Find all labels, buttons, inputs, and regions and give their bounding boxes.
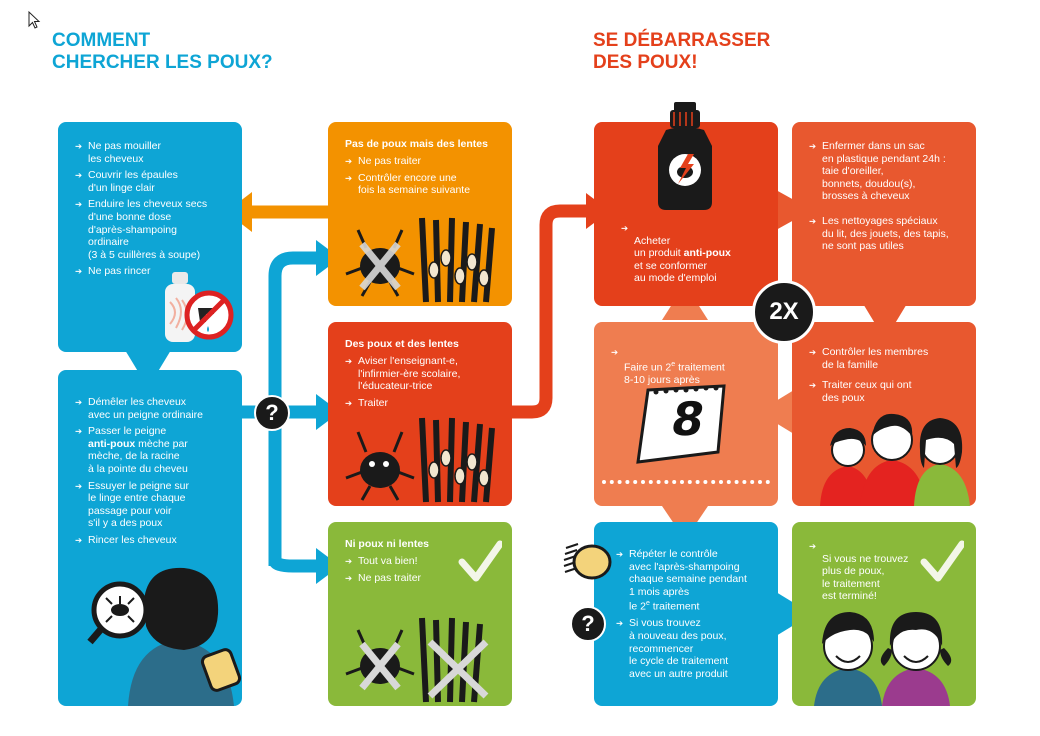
bag-box: Enfermer dans un sac en plastique pendan…	[792, 122, 976, 306]
prep-box: Ne pas mouiller les cheveux Couvrir les …	[58, 122, 242, 352]
list-item: Ne pas traiter	[345, 572, 502, 585]
arrowhead	[125, 350, 171, 388]
list-item: Les nettoyages spéciaux du lit, des joue…	[809, 215, 968, 253]
red-connector	[510, 204, 590, 419]
buy-product-text: ➔Acheter un produit anti-poux et se conf…	[621, 223, 731, 285]
check-icon	[458, 540, 502, 582]
box-title: Des poux et des lentes	[345, 338, 459, 350]
list-item: Enduire les cheveux secs d'une bonne dos…	[75, 198, 232, 261]
list-item: Tout va bien!	[345, 555, 502, 568]
list-item: Rincer les cheveux	[75, 534, 232, 547]
cursor-icon	[28, 10, 41, 29]
list-item: Contrôler les membres de la famille	[809, 346, 968, 371]
blue-connector	[268, 251, 320, 566]
twice-badge: 2X	[752, 280, 816, 344]
list-item: Si vous trouvez à nouveau des poux, reco…	[616, 617, 772, 680]
lice-bottle-icon	[658, 102, 712, 210]
family-illustration	[820, 413, 970, 506]
children-illustration	[814, 612, 952, 706]
list-item: Ne pas rincer	[75, 265, 232, 278]
no-water-icon	[184, 290, 234, 340]
lice-nits-illustration	[345, 417, 495, 503]
list-item: Contrôler encore une fois la semaine sui…	[345, 172, 502, 197]
repeat-box: Répéter le contrôle avec l'après-shampoi…	[594, 522, 778, 706]
nits-only-box: Pas de poux mais des lentes Ne pas trait…	[328, 122, 512, 306]
list-item: Répéter le contrôle avec l'après-shampoi…	[616, 548, 772, 613]
second-treatment-box: ➔Faire un 2e traitement 8-10 jours après…	[594, 322, 778, 506]
comb-icon	[563, 543, 612, 580]
no-lice-crossed-illustration	[345, 617, 489, 703]
arrowhead	[862, 302, 908, 340]
louse-icon	[105, 596, 135, 623]
list-item: Ne pas mouiller les cheveux	[75, 140, 232, 165]
list-item: Essuyer le peigne sur le linge entre cha…	[75, 480, 232, 530]
child-illustration	[87, 567, 242, 706]
check-icon	[920, 540, 964, 582]
question-badge: ?	[254, 395, 290, 431]
calendar-icon	[636, 384, 726, 464]
no-lice-box: Ni poux ni lentes Tout va bien! Ne pas t…	[328, 522, 512, 706]
box-title: Pas de poux mais des lentes	[345, 138, 488, 150]
list-item: Démêler les cheveux avec un peigne ordin…	[75, 396, 232, 421]
hair-conditioner-icon	[165, 272, 195, 342]
box-title: Ni poux ni lentes	[345, 538, 430, 550]
list-item: Traiter	[345, 397, 502, 410]
done-text: ➔Si vous ne trouvez plus de poux, le tra…	[809, 541, 909, 603]
buy-product-box: ➔Acheter un produit anti-poux et se conf…	[594, 122, 778, 306]
louse-icon	[345, 431, 415, 501]
dotted-separator	[602, 480, 770, 484]
lice-and-nits-box: Des poux et des lentes Aviser l'enseigna…	[328, 322, 512, 506]
list-item: Enfermer dans un sac en plastique pendan…	[809, 140, 968, 203]
list-item: Ne pas traiter	[345, 155, 502, 168]
blue-connector	[268, 557, 320, 573]
list-item: Traiter ceux qui ont des poux	[809, 379, 968, 404]
family-box: Contrôler les membres de la famille Trai…	[792, 322, 976, 506]
list-item: Couvrir les épaules d'un linge clair	[75, 169, 232, 194]
list-item: Aviser l'enseignant-e, l'infirmier-ère s…	[345, 355, 502, 393]
list-item: Passer le peigne anti-poux mèche par mèc…	[75, 425, 232, 475]
lice-crossed-illustration	[345, 217, 495, 303]
second-treatment-text: ➔Faire un 2e traitement 8-10 jours après	[611, 347, 725, 386]
done-box: ➔Si vous ne trouvez plus de poux, le tra…	[792, 522, 976, 706]
question-badge: ?	[570, 606, 606, 642]
comb-box: Démêler les cheveux avec un peigne ordin…	[58, 370, 242, 706]
